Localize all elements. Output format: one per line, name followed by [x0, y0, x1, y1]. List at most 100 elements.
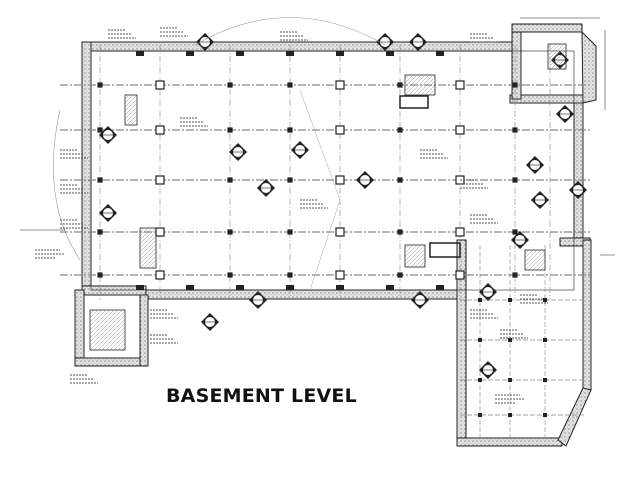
column: [543, 413, 547, 417]
column: [543, 378, 547, 382]
pilaster: [236, 285, 244, 290]
arc-line: [194, 17, 386, 46]
wall: [511, 23, 583, 33]
section-marker-icon: [526, 156, 544, 174]
column: [478, 338, 482, 342]
column: [455, 227, 465, 237]
pilaster: [386, 285, 394, 290]
pilaster: [286, 285, 294, 290]
column: [512, 127, 518, 133]
column: [508, 378, 512, 382]
pilaster: [336, 51, 344, 56]
column: [397, 82, 403, 88]
column: [97, 127, 103, 133]
column: [508, 338, 512, 342]
column: [97, 82, 103, 88]
wall: [139, 294, 149, 367]
wall: [81, 41, 92, 296]
column: [227, 229, 233, 235]
pilaster: [136, 51, 144, 56]
column: [512, 82, 518, 88]
column: [543, 298, 547, 302]
column: [478, 378, 482, 382]
section-marker-icon: [479, 283, 497, 301]
pilaster: [386, 51, 394, 56]
column: [478, 298, 482, 302]
column: [227, 127, 233, 133]
column: [287, 127, 293, 133]
wall: [573, 99, 584, 241]
column: [287, 272, 293, 278]
section-marker-icon: [531, 191, 549, 209]
structural-grid: [60, 45, 590, 440]
column: [97, 177, 103, 183]
drawing-title: BASEMENT LEVEL: [166, 385, 357, 407]
wall: [582, 239, 592, 391]
section-marker-icon: [99, 204, 117, 222]
column: [287, 82, 293, 88]
pilaster: [436, 285, 444, 290]
column: [455, 125, 465, 135]
pilaster: [286, 51, 294, 56]
column: [508, 298, 512, 302]
wall: [581, 30, 597, 104]
column: [227, 177, 233, 183]
section-marker-icon: [409, 33, 427, 51]
pilaster: [236, 51, 244, 56]
column: [397, 272, 403, 278]
section-marker-icon: [99, 126, 117, 144]
column: [335, 270, 345, 280]
wall: [74, 289, 85, 366]
annotation-notes: [20, 17, 615, 404]
columns: [97, 51, 547, 417]
column: [335, 125, 345, 135]
section-marker-icon: [291, 141, 309, 159]
column: [227, 272, 233, 278]
wall: [456, 437, 563, 447]
column: [287, 229, 293, 235]
column: [478, 413, 482, 417]
column: [455, 80, 465, 90]
arc-line: [299, 89, 341, 291]
column: [543, 338, 547, 342]
wall: [74, 357, 146, 367]
column: [155, 270, 165, 280]
section-marker-icon: [376, 33, 394, 51]
column: [508, 413, 512, 417]
column: [155, 125, 165, 135]
column: [287, 177, 293, 183]
column: [397, 229, 403, 235]
pilaster: [186, 51, 194, 56]
pilaster: [136, 285, 144, 290]
wall: [557, 387, 592, 447]
section-marker-icon: [356, 171, 374, 189]
section-marker-icon: [229, 143, 247, 161]
column: [155, 227, 165, 237]
wall: [511, 23, 522, 100]
pilaster: [336, 285, 344, 290]
column: [397, 177, 403, 183]
room-outline: [124, 94, 138, 126]
column: [335, 227, 345, 237]
column: [455, 270, 465, 280]
column: [97, 229, 103, 235]
section-marker-icon: [556, 105, 574, 123]
wall: [81, 41, 516, 52]
room-outline: [547, 43, 567, 70]
arc-line: [53, 109, 81, 261]
section-marker-icon: [511, 231, 529, 249]
column: [227, 82, 233, 88]
column: [397, 127, 403, 133]
column: [155, 175, 165, 185]
section-marker-icon: [257, 179, 275, 197]
section-marker-icon: [479, 361, 497, 379]
room-outline: [429, 242, 461, 258]
exterior-walls: [74, 23, 597, 447]
section-marker-icon: [411, 291, 429, 309]
column: [512, 272, 518, 278]
section-marker-icon: [201, 313, 219, 331]
column: [512, 229, 518, 235]
column: [512, 177, 518, 183]
pilaster: [186, 285, 194, 290]
